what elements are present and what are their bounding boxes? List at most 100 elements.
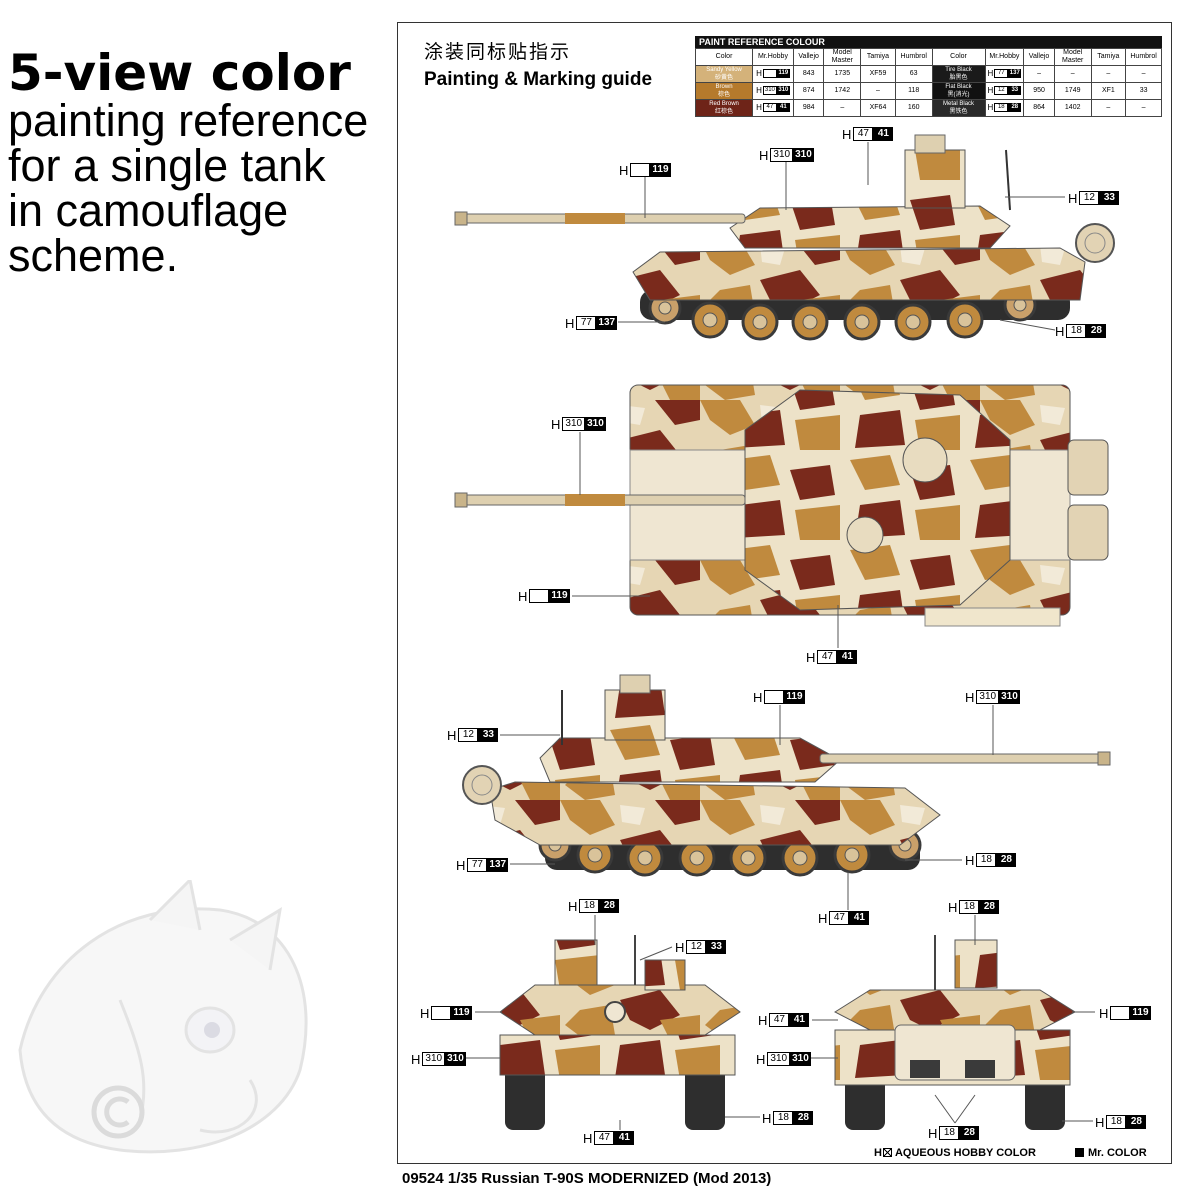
color-name-en: Metal Black bbox=[943, 101, 975, 107]
tank-rear-view bbox=[833, 935, 1077, 1130]
callout-mr-color-code: 310 bbox=[999, 690, 1020, 704]
color-name-cn: 胎黑色 bbox=[949, 75, 968, 81]
callout-mr-color-code: 137 bbox=[596, 316, 618, 330]
model-master-cell: 1742 bbox=[823, 82, 862, 100]
callout-mr-color-code: 41 bbox=[837, 650, 858, 664]
callout-aqueous-code bbox=[431, 1006, 452, 1020]
paint-table-header-row: Color Mr.Hobby Vallejo Model Master Tami… bbox=[694, 48, 1162, 66]
hobby-code-aqueous bbox=[762, 69, 777, 79]
callout-mr-color-code: 119 bbox=[1130, 1006, 1151, 1020]
callout-mr-color-code: 310 bbox=[793, 148, 814, 162]
callout-mr-color-code: 28 bbox=[996, 853, 1017, 867]
callout-h-letter: H bbox=[551, 416, 561, 432]
callout-aqueous-code: 47 bbox=[853, 127, 874, 141]
callout-aqueous-code: 77 bbox=[467, 858, 488, 872]
callout-mr-color-code: 28 bbox=[959, 1126, 980, 1140]
callout-aqueous-code: 47 bbox=[769, 1013, 790, 1027]
callout-aqueous-code bbox=[764, 690, 785, 704]
callout-h-letter: H bbox=[1068, 190, 1078, 206]
callout-h-letter: H bbox=[753, 689, 763, 705]
sheet-title-cn: 涂装同标贴指示 bbox=[424, 41, 572, 63]
callout-mr-color-code: 41 bbox=[873, 127, 894, 141]
headline-title: 5-view color bbox=[8, 44, 351, 102]
headline-line-4: scheme. bbox=[8, 230, 179, 281]
legend-aqueous-label: AQUEOUS HOBBY COLOR bbox=[894, 1147, 1036, 1159]
paint-reference-table: PAINT REFERENCE COLOUR Color Mr.Hobby Va… bbox=[694, 36, 1162, 117]
hobby-code-mr-color: 33 bbox=[1008, 86, 1022, 96]
color-name-en: Tire Black bbox=[945, 67, 972, 73]
callout-aqueous-code: 12 bbox=[686, 940, 707, 954]
product-caption: 09524 1/35 Russian T-90S MODERNIZED (Mod… bbox=[402, 1170, 772, 1187]
box-icon bbox=[882, 1148, 892, 1157]
callout-aqueous-code: 12 bbox=[458, 728, 479, 742]
callout-mr-color-code: 28 bbox=[599, 899, 620, 913]
color-name-en: Brown bbox=[715, 84, 733, 90]
callout-aqueous-code: 47 bbox=[594, 1131, 615, 1145]
color-name-cn: 砂黄色 bbox=[715, 75, 734, 81]
callout-h-letter: H bbox=[411, 1051, 421, 1067]
hobby-code-mr-color: 119 bbox=[776, 69, 790, 79]
callout-mr-color-code: 41 bbox=[614, 1131, 635, 1145]
tamiya-cell: XF64 bbox=[860, 99, 896, 117]
color-name-cn: 红棕色 bbox=[715, 109, 734, 115]
hobby-code-mr-color: 137 bbox=[1008, 69, 1022, 79]
table-header: Color bbox=[931, 48, 986, 66]
hobby-code-h: H bbox=[756, 102, 762, 112]
callout-aqueous-code: 47 bbox=[817, 650, 838, 664]
callout-h-letter: H bbox=[762, 1110, 772, 1126]
callout-mr-color-code: 28 bbox=[793, 1111, 814, 1125]
humbrol-cell: – bbox=[1125, 99, 1162, 117]
callout-mr-color-code: 41 bbox=[849, 911, 870, 925]
callout-mr-color-code: 310 bbox=[585, 417, 606, 431]
callout-aqueous-code bbox=[630, 163, 651, 177]
color-name-cn: 黑(消光) bbox=[947, 92, 970, 98]
callout-h-letter: H bbox=[965, 689, 975, 705]
callout-aqueous-code bbox=[529, 589, 550, 603]
paint-table-grid: Color Mr.Hobby Vallejo Model Master Tami… bbox=[694, 48, 1162, 117]
hobby-code-aqueous: 47 bbox=[762, 103, 777, 113]
humbrol-cell: 160 bbox=[894, 99, 933, 117]
callout-h-letter: H bbox=[456, 857, 466, 873]
filled-box-icon bbox=[1075, 1148, 1084, 1157]
callout-mr-color-code: 119 bbox=[549, 589, 570, 603]
tank-side-view-left bbox=[454, 134, 1115, 341]
tank-side-view-right bbox=[462, 674, 1111, 877]
color-name-en: Red Brown bbox=[709, 101, 739, 107]
callout-mr-color-code: 28 bbox=[979, 900, 1000, 914]
callout-h-letter: H bbox=[1055, 323, 1065, 339]
callout-h-letter: H bbox=[842, 126, 852, 142]
callout-aqueous-code: 12 bbox=[1079, 191, 1100, 205]
callout-mr-color-code: 28 bbox=[1086, 324, 1107, 338]
callout-h-letter: H bbox=[619, 162, 629, 178]
callout-aqueous-code: 77 bbox=[576, 316, 597, 330]
callout-aqueous-code: 18 bbox=[579, 899, 600, 913]
callout-h-letter: H bbox=[675, 939, 685, 955]
callout-mr-color-code: 119 bbox=[650, 163, 671, 177]
